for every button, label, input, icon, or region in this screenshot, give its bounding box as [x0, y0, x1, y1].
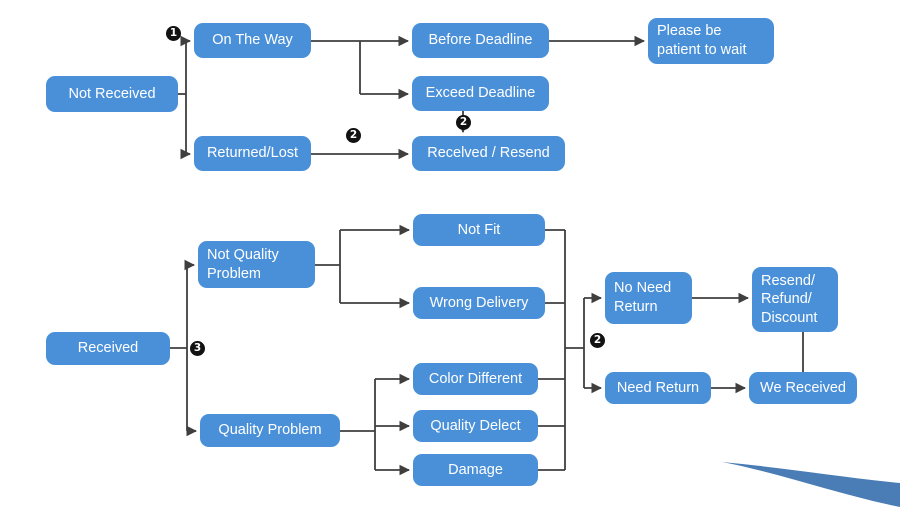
- node-color-different[interactable]: Color Different: [413, 363, 538, 395]
- node-resend-refund-discount[interactable]: Resend/ Refund/ Discount: [752, 267, 838, 332]
- node-please-be-patient[interactable]: Please be patient to wait: [648, 18, 774, 64]
- node-on-the-way[interactable]: On The Way: [194, 23, 311, 58]
- node-before-deadline[interactable]: Before Deadline: [412, 23, 549, 58]
- node-not-quality-problem[interactable]: Not Quality Problem: [198, 241, 315, 288]
- node-need-return[interactable]: Need Return: [605, 372, 711, 404]
- step-marker-2-return-split: 2: [590, 333, 605, 348]
- node-damage[interactable]: Damage: [413, 454, 538, 486]
- decorative-swoosh: [722, 462, 900, 507]
- node-quality-problem[interactable]: Quality Problem: [200, 414, 340, 447]
- node-no-need-return[interactable]: No Need Return: [605, 272, 692, 324]
- node-quality-defect[interactable]: Quality Delect: [413, 410, 538, 442]
- node-we-received[interactable]: We Received: [749, 372, 857, 404]
- node-not-received[interactable]: Not Received: [46, 76, 178, 112]
- node-wrong-delivery[interactable]: Wrong Delivery: [413, 287, 545, 319]
- node-not-fit[interactable]: Not Fit: [413, 214, 545, 246]
- node-exceed-deadline[interactable]: Exceed Deadline: [412, 76, 549, 111]
- step-marker-2-exceed-deadline: 2: [456, 115, 471, 130]
- node-received-resend[interactable]: Recelved / Resend: [412, 136, 565, 171]
- step-marker-1: 1: [166, 26, 181, 41]
- node-received[interactable]: Received: [46, 332, 170, 365]
- step-marker-3: 3: [190, 341, 205, 356]
- step-marker-2-returned-lost: 2: [346, 128, 361, 143]
- node-returned-lost[interactable]: Returned/Lost: [194, 136, 311, 171]
